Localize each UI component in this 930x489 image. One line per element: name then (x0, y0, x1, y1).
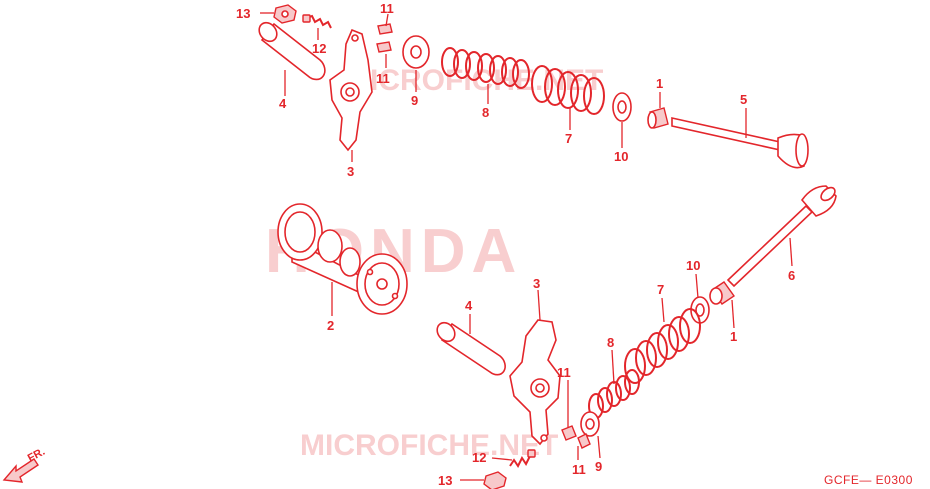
adjust-screw-bottom (509, 449, 536, 468)
valve-seal-top (647, 107, 669, 129)
callout-5: 5 (740, 92, 747, 107)
rocker-shaft-bottom (436, 321, 506, 376)
spring-seat-top (612, 92, 632, 122)
callout-8-top: 8 (482, 105, 489, 120)
callout-4-bottom: 4 (465, 298, 473, 313)
leader-lines (260, 12, 793, 481)
callout-7-top: 7 (565, 131, 572, 146)
callout-3-top: 3 (347, 164, 354, 179)
callout-7-bottom: 7 (657, 282, 664, 297)
watermark-site-bottom: MICROFICHE.NET (300, 429, 558, 462)
callout-9-top: 9 (411, 93, 418, 108)
valve-seal-bottom (709, 281, 735, 305)
callout-13-bottom: 13 (438, 473, 452, 488)
camshaft (277, 203, 408, 315)
callout-1-bottom: 1 (730, 329, 737, 344)
valve-bottom (726, 185, 837, 288)
callout-12-bottom: 12 (472, 450, 486, 465)
callout-3-bottom: 3 (533, 276, 540, 291)
callout-10-bottom: 10 (686, 258, 700, 273)
rocker-shaft-top (258, 21, 326, 81)
callout-6: 6 (788, 268, 795, 283)
callout-8-bottom: 8 (607, 335, 614, 350)
spring-retainer-bottom (580, 411, 600, 437)
adjust-screw-top (302, 14, 332, 29)
diagram-code: GCFE— E0300 (824, 473, 913, 487)
outer-spring-top (531, 65, 605, 115)
callout-11-top-a: 11 (380, 1, 394, 16)
nut-bottom (483, 471, 507, 489)
callout-2: 2 (327, 318, 334, 333)
outer-spring-bottom (624, 308, 701, 384)
inner-spring-top (441, 47, 530, 89)
cotters-top (376, 23, 393, 53)
spring-retainer-top (402, 35, 430, 69)
callout-11-bottom-b: 11 (572, 462, 586, 477)
front-direction-arrow: FR. (2, 446, 47, 483)
rocker-arm-top (329, 28, 373, 152)
callout-12-top: 12 (312, 41, 326, 56)
callout-10-top: 10 (614, 149, 628, 164)
callout-9-bottom: 9 (595, 459, 602, 474)
callout-4-top: 4 (279, 96, 287, 111)
callout-11-bottom-a: 11 (557, 365, 571, 380)
nut-top (273, 4, 297, 24)
valve-top (671, 117, 809, 169)
front-direction-label: FR. (26, 446, 47, 465)
rocker-arm-bottom (509, 319, 561, 446)
callout-1-top: 1 (656, 76, 663, 91)
cotters-bottom (561, 425, 591, 449)
callout-13-top: 13 (236, 6, 250, 21)
callout-11-top-b: 11 (376, 71, 390, 86)
